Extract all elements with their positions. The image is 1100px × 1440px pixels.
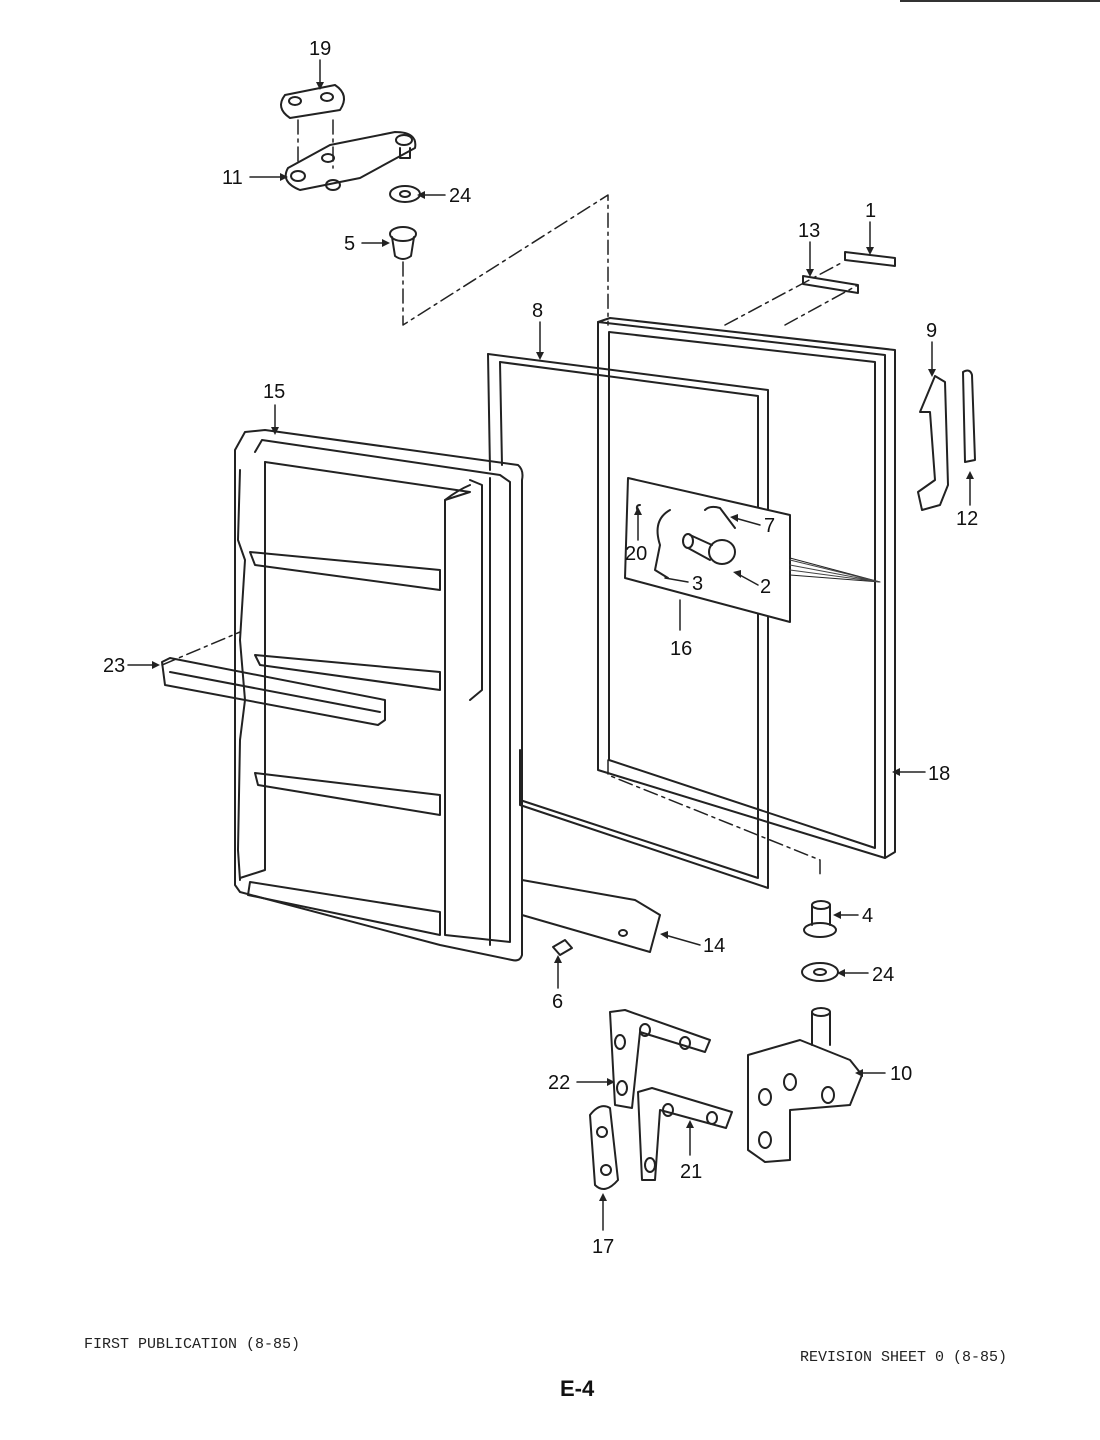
part-18-outer-door	[597, 317, 896, 859]
part-23-door-shelf	[161, 657, 386, 726]
leader-lines	[127, 59, 971, 1231]
label-4: 4	[862, 905, 873, 927]
part-11-top-hinge	[284, 131, 417, 191]
label-15: 15	[263, 381, 285, 403]
label-16: 16	[670, 638, 692, 660]
label-13: 13	[798, 220, 820, 242]
part-24-washer-bottom	[801, 962, 839, 982]
part-8-gasket	[487, 353, 769, 889]
part-16-lock-plate	[624, 477, 881, 623]
label-21: 21	[680, 1161, 702, 1183]
label-10: 10	[890, 1063, 912, 1085]
part-10-bottom-hinge	[747, 1007, 863, 1163]
part-4-hinge-pin	[803, 900, 837, 938]
label-2: 2	[760, 576, 771, 598]
label-7: 7	[764, 515, 775, 537]
part-22-bracket	[609, 1009, 711, 1109]
revision-note: REVISION SHEET 0 (8-85)	[800, 1349, 1008, 1366]
part-15-inner-liner	[234, 429, 524, 962]
label-20: 20	[625, 543, 647, 565]
part-5-bushing	[389, 226, 417, 260]
part-12-handle-insert	[962, 369, 976, 463]
label-14: 14	[703, 935, 725, 957]
label-8: 8	[532, 300, 543, 322]
label-3: 3	[692, 573, 703, 595]
part-labels: 19 11 24 5 1 13 8 9 12 7 2 3 20 16 15 23…	[103, 38, 978, 1258]
part-1-trim	[844, 251, 896, 267]
label-9: 9	[926, 320, 937, 342]
label-11: 11	[222, 167, 243, 189]
label-12: 12	[956, 508, 978, 530]
first-publication-note: FIRST PUBLICATION (8-85)	[84, 1336, 301, 1353]
label-18: 18	[928, 763, 950, 785]
label-5: 5	[344, 233, 355, 255]
label-1: 1	[865, 200, 876, 222]
part-14-bottom-trim	[521, 879, 661, 953]
label-19: 19	[309, 38, 331, 60]
part-13-trim	[802, 275, 859, 294]
label-24-bottom: 24	[872, 964, 894, 986]
label-24-top: 24	[449, 185, 471, 207]
arrow-heads	[152, 82, 974, 1201]
part-17-shim	[589, 1105, 619, 1190]
page-number: E-4	[560, 1376, 595, 1401]
part-9-handle	[917, 375, 949, 511]
top-edge-rule	[900, 0, 1100, 2]
part-6-clip	[552, 939, 573, 956]
label-17: 17	[592, 1236, 614, 1258]
part-19-hinge-shim	[280, 84, 345, 119]
label-6: 6	[552, 991, 563, 1013]
part-21-bracket	[637, 1087, 733, 1181]
label-22: 22	[548, 1072, 570, 1094]
part-24-washer-top	[389, 185, 421, 203]
label-23: 23	[103, 655, 125, 677]
assembly-lines	[161, 119, 859, 876]
